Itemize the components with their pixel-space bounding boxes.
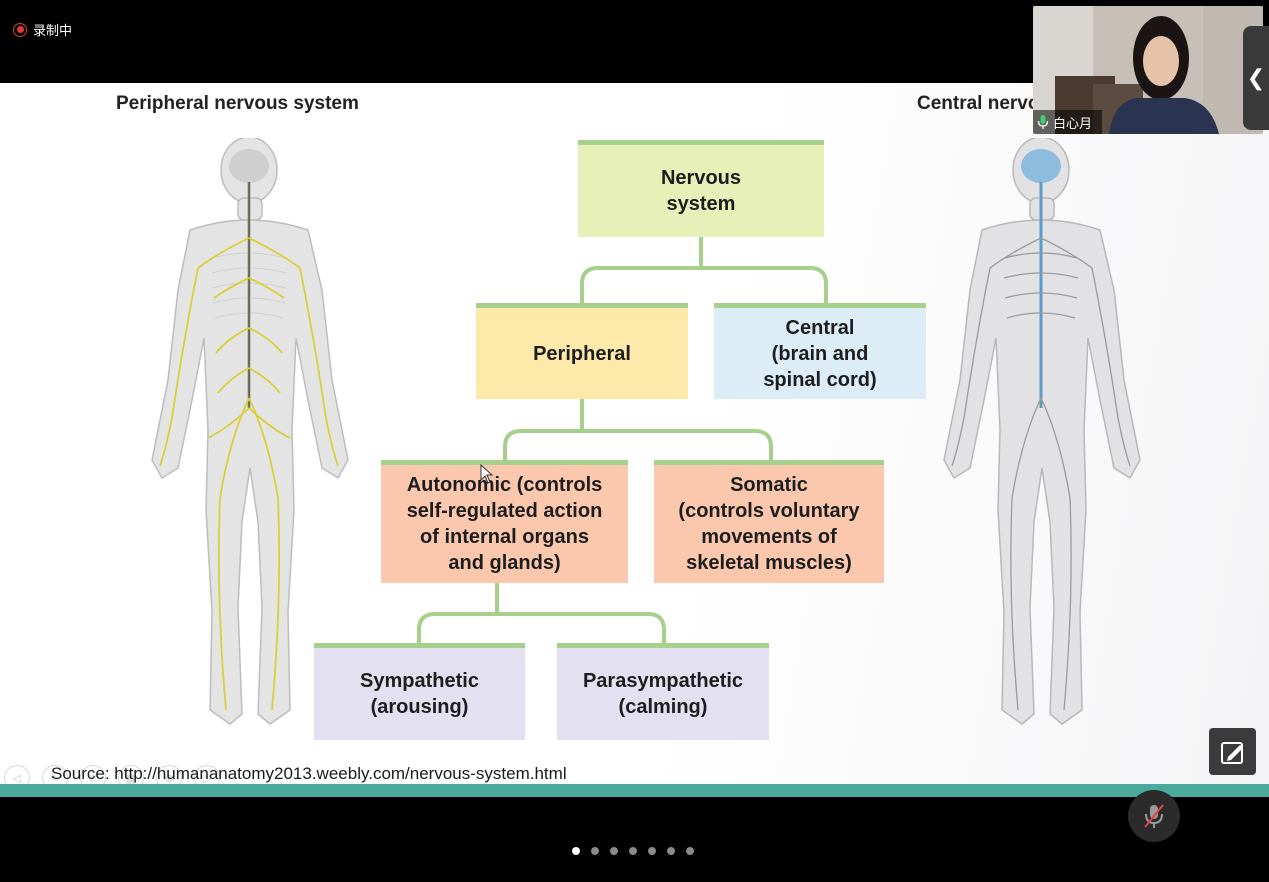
participant-name: 白心月 (1053, 116, 1093, 132)
nervous-system-box: Nervous system (578, 140, 824, 237)
mouse-cursor-icon (480, 464, 494, 484)
recording-label: 录制中 (33, 24, 73, 39)
central-body-figure (943, 138, 1141, 725)
mic-active-icon (1037, 115, 1049, 129)
participant-video[interactable]: 白心月 (1033, 6, 1263, 134)
pagination-dot[interactable] (648, 847, 656, 855)
pagination-dot[interactable] (667, 847, 675, 855)
pagination-dot[interactable] (572, 847, 580, 855)
central-box: Central (brain and spinal cord) (714, 303, 926, 399)
somatic-box: Somatic (controls voluntary movements of… (654, 460, 884, 583)
collapse-panel-button[interactable]: ❮ (1243, 26, 1269, 130)
mic-muted-icon (1144, 804, 1164, 828)
pagination-dot[interactable] (686, 847, 694, 855)
autonomic-box: Autonomic (controls self-regulated actio… (381, 460, 628, 583)
recording-indicator: 录制中 (13, 20, 72, 39)
pagination-dot[interactable] (610, 847, 618, 855)
pen-icon[interactable]: ✎ (42, 765, 68, 787)
pagination-dot[interactable] (591, 847, 599, 855)
slide-accent-bar (0, 784, 1269, 797)
shared-slide: Peripheral nervous system Central nervou… (0, 83, 1269, 787)
pagination-dot[interactable] (629, 847, 637, 855)
annotate-icon (1220, 741, 1243, 764)
peripheral-box: Peripheral (476, 303, 688, 399)
sympathetic-box: Sympathetic (arousing) (314, 643, 525, 740)
parasympathetic-box: Parasympathetic (calming) (557, 643, 769, 740)
hierarchy-connectors (417, 237, 828, 643)
next-slide-icon[interactable]: ▷ (194, 765, 220, 787)
record-icon (13, 22, 27, 37)
left-heading: Peripheral nervous system (116, 93, 359, 114)
slide-pagination (572, 847, 694, 855)
grid-icon[interactable]: ▦ (118, 765, 144, 787)
mute-toggle-button[interactable] (1128, 790, 1180, 842)
chevron-left-icon: ❮ (1246, 65, 1266, 90)
annotate-button[interactable] (1209, 728, 1256, 775)
slide-ghost-controls: ◁ ✎ ✐ ▦ ⊕ ▷ (4, 765, 220, 787)
highlighter-icon[interactable]: ✐ (80, 765, 106, 787)
peripheral-body-figure (151, 138, 349, 725)
prev-slide-icon[interactable]: ◁ (4, 765, 30, 787)
zoom-icon[interactable]: ⊕ (156, 765, 182, 787)
participant-name-tag: 白心月 (1033, 110, 1103, 134)
source-citation: Source: http://humananatomy2013.weebly.c… (51, 764, 567, 783)
